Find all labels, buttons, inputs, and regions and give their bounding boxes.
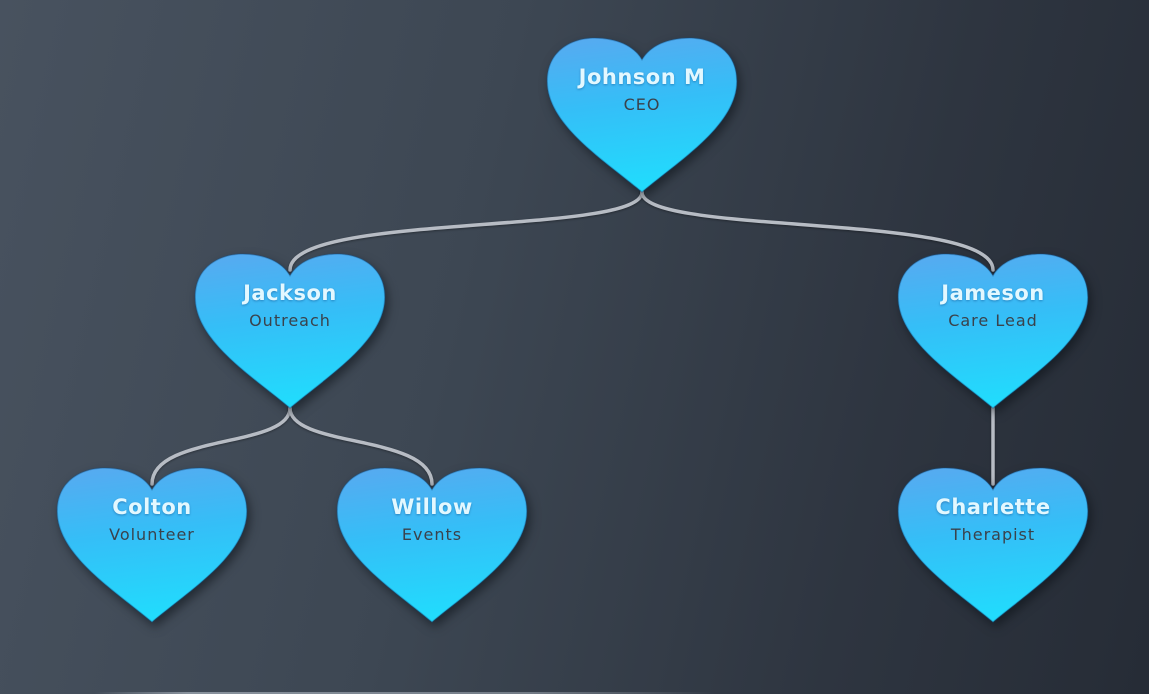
connector-jackson-colton xyxy=(150,406,292,486)
heart-shape-icon xyxy=(336,467,528,624)
connector-johnson-jameson xyxy=(640,190,995,272)
heart-shape-icon xyxy=(897,253,1089,410)
heart-shape-icon xyxy=(546,37,738,194)
connector-jackson-willow xyxy=(288,406,434,486)
org-node-jameson[interactable]: Jameson Care Lead xyxy=(894,250,1092,412)
org-node-johnson[interactable]: Johnson M CEO xyxy=(543,34,741,196)
org-node-colton[interactable]: Colton Volunteer xyxy=(53,464,251,626)
canvas-bottom-edge-highlight xyxy=(95,692,715,694)
heart-shape-icon xyxy=(897,467,1089,624)
heart-shape-icon xyxy=(56,467,248,624)
heart-shape-icon xyxy=(194,253,386,410)
org-node-willow[interactable]: Willow Events xyxy=(333,464,531,626)
org-node-jackson[interactable]: Jackson Outreach xyxy=(191,250,389,412)
connector-johnson-jackson xyxy=(288,190,644,272)
org-node-charlette[interactable]: Charlette Therapist xyxy=(894,464,1092,626)
